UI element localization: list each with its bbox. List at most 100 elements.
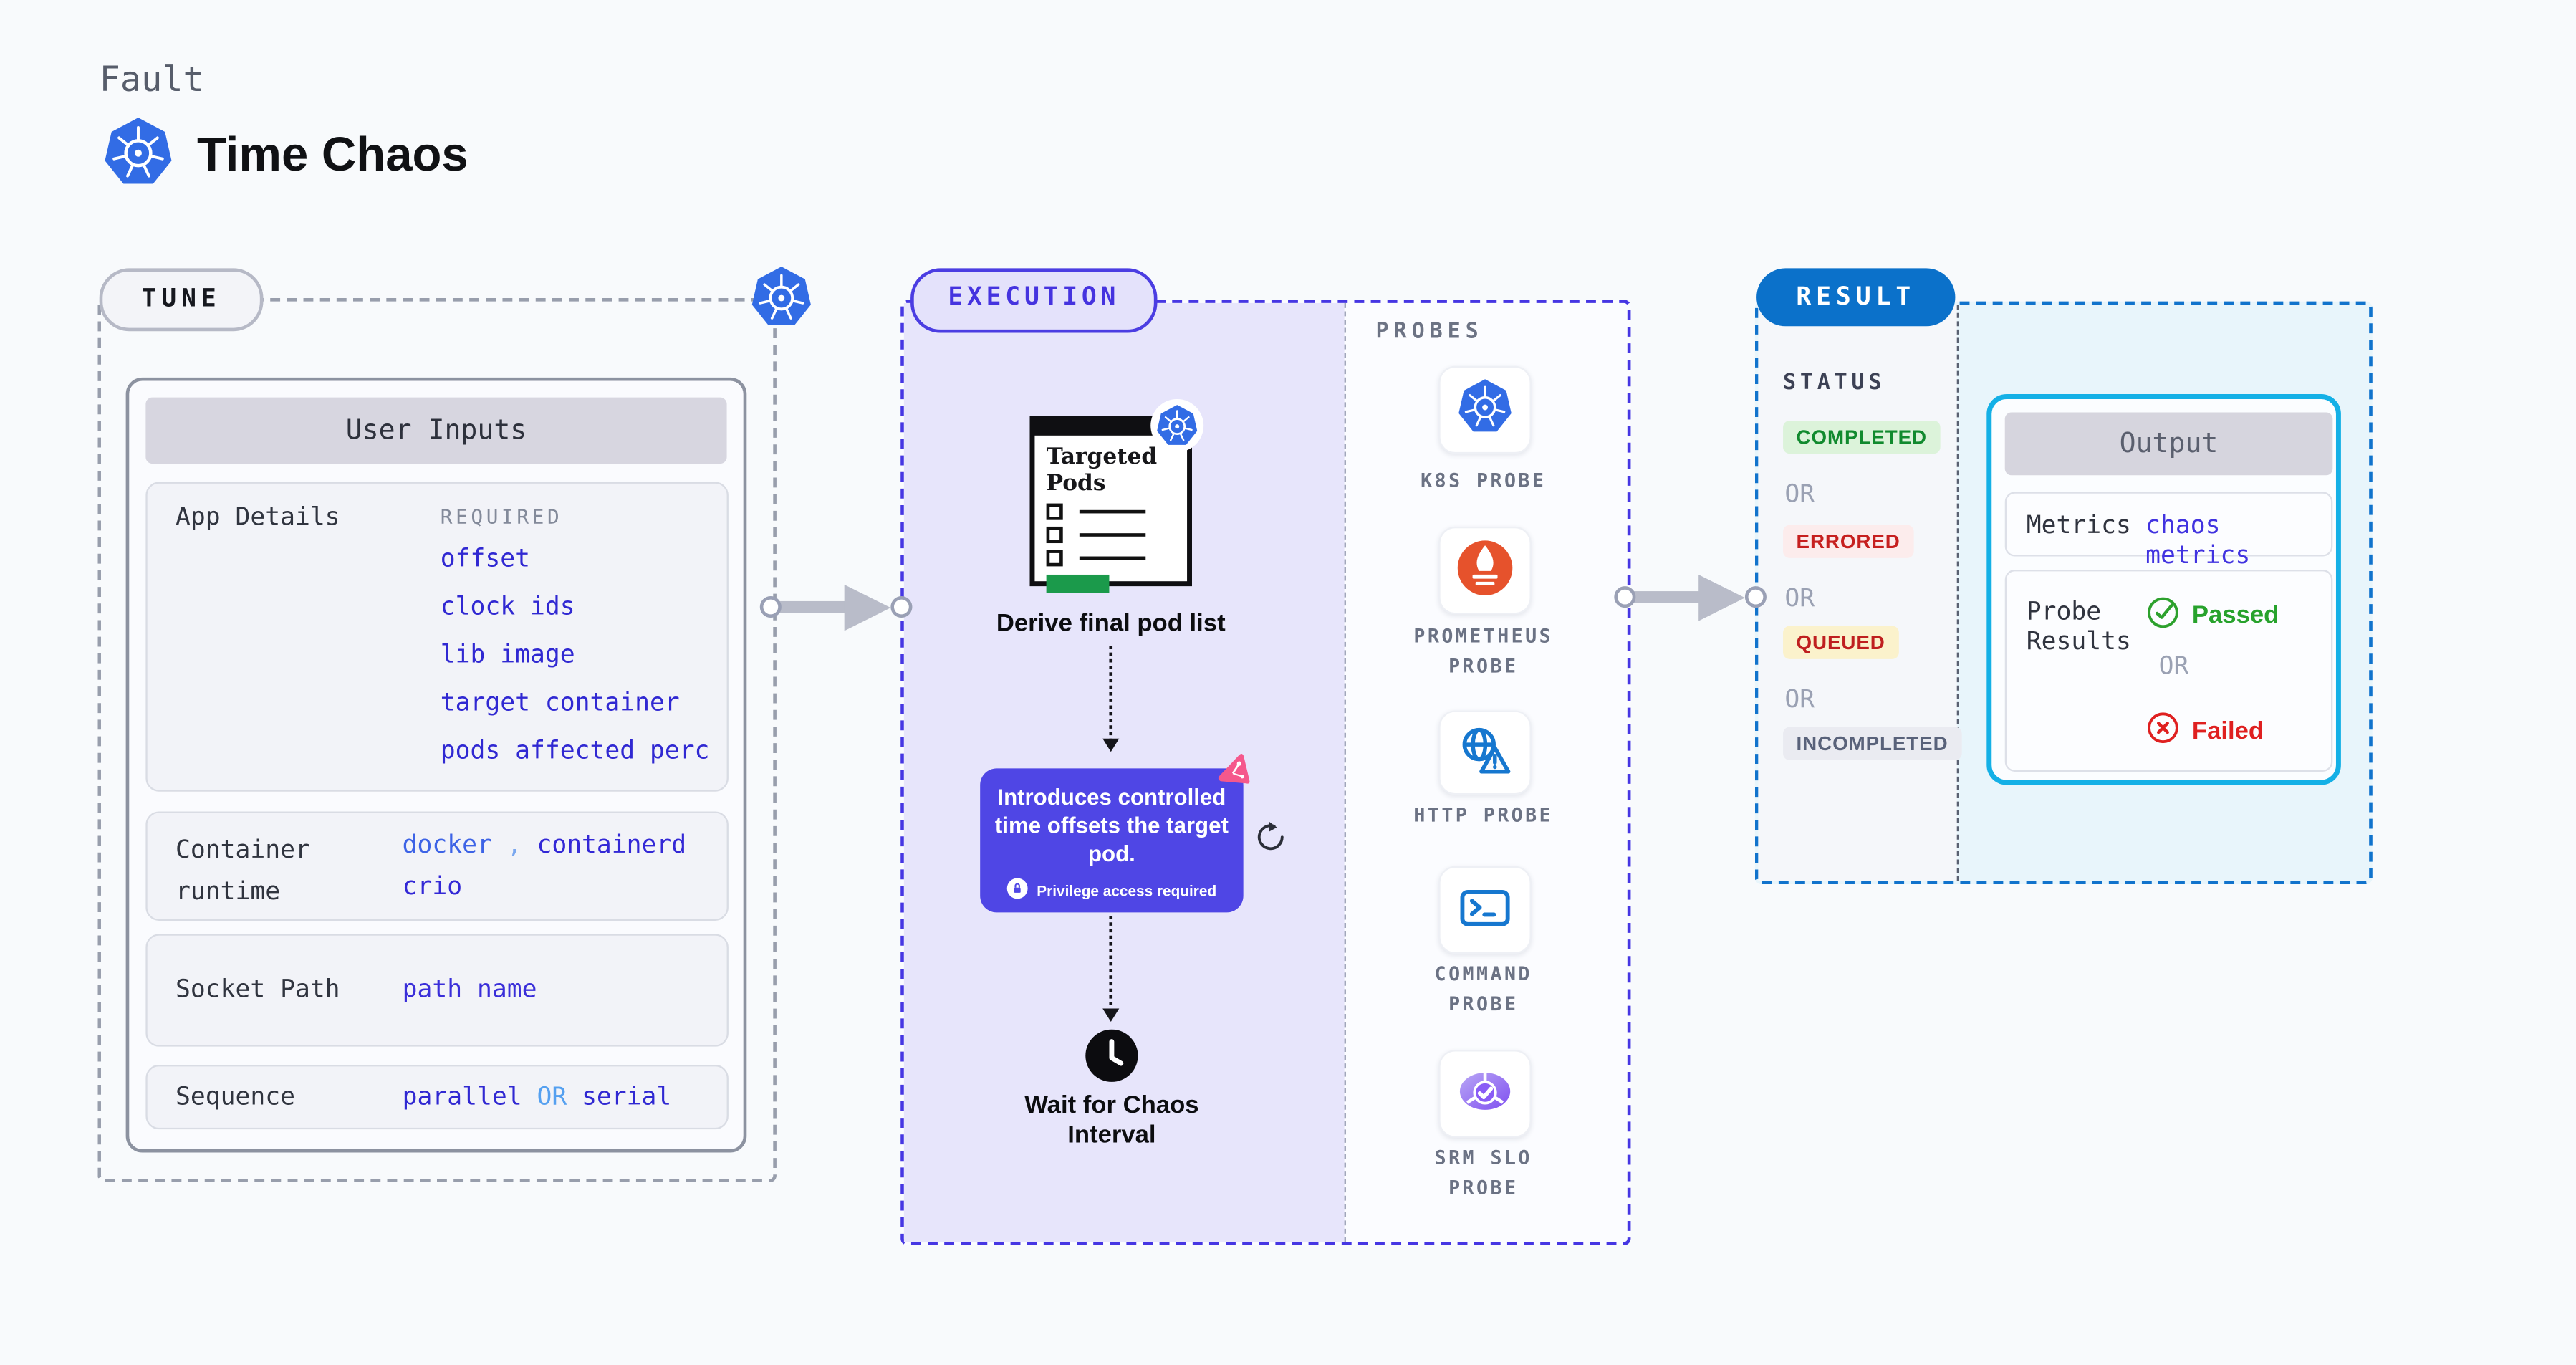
probe-label: HTTP PROBE — [1413, 803, 1554, 827]
status-badge-errored: ERRORED — [1783, 525, 1914, 558]
link-containerd[interactable]: containerd — [537, 829, 687, 860]
sequence-values: parallel OR serial — [403, 1081, 672, 1111]
link-pods-affected-perc[interactable]: pods affected perc — [440, 735, 710, 765]
user-inputs-panel: User Inputs App Details REQUIRED offset … — [125, 377, 747, 1153]
litmus-chaos-icon — [1217, 750, 1255, 788]
lock-icon — [1007, 874, 1029, 906]
probe-label: K8S PROBE — [1421, 469, 1547, 492]
checkbox-icon — [1046, 503, 1063, 520]
kubernetes-icon — [1457, 377, 1514, 443]
wait-interval-label: Wait for Chaos Interval — [1024, 1091, 1199, 1149]
status-badge-completed: COMPLETED — [1783, 421, 1941, 454]
probe-label: SRM SLO PROBE — [1434, 1146, 1532, 1199]
pod-line — [1079, 532, 1146, 537]
probe-card-prometheus — [1438, 526, 1532, 615]
kubernetes-icon — [750, 265, 813, 331]
link-crio[interactable]: crio — [402, 871, 463, 901]
probe-card-k8s — [1438, 365, 1532, 454]
targeted-pods-title: Targeted Pods — [1046, 444, 1158, 497]
status-heading: STATUS — [1783, 370, 1886, 396]
arrow-head — [1698, 573, 1745, 621]
flow-arrow-down — [1102, 916, 1119, 1022]
user-inputs-title: User Inputs — [145, 397, 727, 464]
pod-line — [1079, 555, 1146, 560]
link-parallel[interactable]: parallel — [402, 1081, 522, 1111]
pod-row — [1046, 526, 1187, 544]
probe-card-command — [1438, 866, 1532, 954]
passed-label: Passed — [2191, 600, 2279, 630]
probe-label: PROMETHEUS PROBE — [1413, 624, 1554, 678]
probes-divider — [1344, 302, 1346, 1242]
output-title: Output — [2004, 412, 2333, 476]
targeted-pods-illustration: Targeted Pods — [1029, 416, 1192, 593]
app-details-label: App Details — [175, 502, 340, 532]
clock-icon — [1085, 1028, 1139, 1083]
arrow-head — [844, 583, 891, 631]
status-column — [1758, 305, 1957, 881]
app-details-card: App Details REQUIRED offset clock ids li… — [145, 482, 729, 792]
output-panel: Output Metrics chaos metrics Probe Resul… — [1986, 394, 2341, 785]
execution-to-result-arrow — [1634, 591, 1702, 603]
privilege-row: Privilege access required — [980, 874, 1243, 906]
http-globe-warning-icon — [1454, 721, 1516, 784]
kubernetes-icon — [1150, 398, 1204, 452]
tune-to-execution-arrow — [779, 600, 848, 612]
probe-results-row: Probe Results Passed OR — [2004, 570, 2333, 772]
or-separator: OR — [1784, 478, 1815, 509]
pod-row — [1046, 503, 1187, 520]
link-serial[interactable]: serial — [582, 1081, 672, 1111]
fault-eyebrow: Fault — [99, 59, 204, 100]
container-runtime-values: docker , containerd — [403, 830, 687, 860]
derive-pod-list-label: Derive final pod list — [996, 609, 1226, 638]
checkbox-icon — [1046, 526, 1063, 544]
pod-line — [1079, 509, 1146, 514]
arrow-head — [1102, 738, 1119, 752]
link-docker[interactable]: docker — [402, 829, 492, 860]
connector-dot — [1744, 585, 1766, 608]
green-button-bar — [1046, 574, 1110, 593]
prometheus-icon — [1455, 537, 1514, 603]
metrics-row: Metrics chaos metrics — [2004, 492, 2333, 570]
probe-card-srm-slo — [1438, 1050, 1532, 1138]
comma-separator: , — [506, 829, 522, 860]
pod-row — [1046, 550, 1187, 567]
probe-results-label: Probe Results — [2026, 595, 2131, 656]
checkbox-icon — [1046, 550, 1063, 567]
failed-label: Failed — [2191, 717, 2264, 745]
status-badge-incompleted: INCOMPLETED — [1783, 727, 1962, 760]
link-target-container[interactable]: target container — [440, 687, 680, 717]
result-divider — [1956, 305, 1959, 881]
link-chaos-metrics[interactable]: chaos metrics — [2145, 509, 2251, 570]
link-clock-ids[interactable]: clock ids — [440, 591, 575, 621]
socket-path-card: Socket Path path name — [145, 934, 729, 1047]
tooltip-text: Introduces controlled time offsets the t… — [994, 785, 1229, 866]
tune-section-box — [97, 297, 777, 1183]
flow-arrow-down — [1102, 646, 1119, 752]
execution-badge: EXECUTION — [910, 268, 1158, 333]
kubernetes-icon — [102, 116, 173, 191]
sequence-card: Sequence parallel OR serial — [145, 1065, 729, 1130]
link-lib-image[interactable]: lib image — [440, 639, 575, 669]
connector-dot — [1613, 585, 1635, 608]
connector-dot — [759, 595, 781, 617]
sequence-or: OR — [537, 1081, 567, 1111]
check-circle-icon — [2145, 595, 2181, 636]
link-offset[interactable]: offset — [440, 543, 530, 573]
probes-heading: PROBES — [1375, 320, 1484, 345]
failed-item: Failed — [2145, 710, 2264, 752]
tune-badge: TUNE — [99, 268, 264, 332]
or-separator: OR — [1784, 684, 1815, 714]
fault-tooltip: Introduces controlled time offsets the t… — [980, 768, 1244, 913]
link-path-name[interactable]: path name — [402, 973, 537, 1004]
required-label: REQUIRED — [440, 504, 563, 529]
terminal-icon — [1455, 877, 1514, 943]
probe-label: COMMAND PROBE — [1434, 962, 1532, 1015]
slo-gauge-icon — [1452, 1064, 1518, 1124]
result-badge: RESULT — [1756, 268, 1956, 327]
socket-path-label: Socket Path — [175, 973, 340, 1004]
status-badge-queued: QUEUED — [1783, 626, 1899, 659]
loop-refresh-icon — [1254, 820, 1289, 855]
or-separator: OR — [2158, 651, 2189, 681]
or-separator: OR — [1784, 583, 1815, 613]
